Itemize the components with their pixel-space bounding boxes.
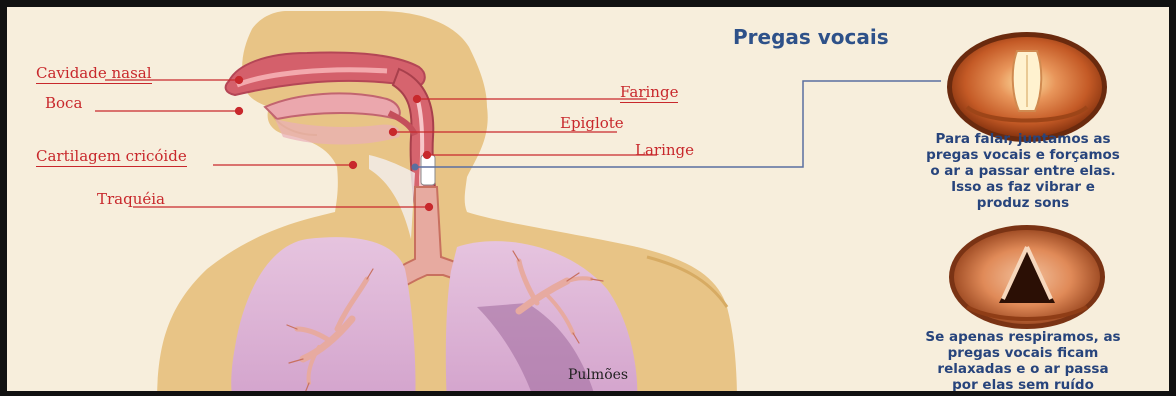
caption-line: relaxadas e o ar passa <box>873 361 1173 377</box>
label-pharynx: Faringe <box>620 84 678 103</box>
caption-line: por elas sem ruído <box>873 377 1173 393</box>
label-mouth: Boca <box>45 95 82 112</box>
caption-line: Se apenas respiramos, as <box>873 329 1173 345</box>
caption-breathing: Se apenas respiramos, as pregas vocais f… <box>873 329 1173 393</box>
caption-line: produz sons <box>873 195 1173 211</box>
caption-line: Para falar, juntamos as <box>873 131 1173 147</box>
caption-line: Isso as faz vibrar e <box>873 179 1173 195</box>
caption-line: pregas vocais ficam <box>873 345 1173 361</box>
label-trachea: Traquéia <box>97 191 165 208</box>
vocal-folds-speaking-image <box>947 32 1107 142</box>
label-lungs: Pulmões <box>568 367 628 383</box>
label-larynx: Laringe <box>635 142 694 159</box>
vocal-folds-breathing-image <box>949 225 1105 329</box>
label-epiglottis: Epiglote <box>560 115 624 132</box>
caption-line: o ar a passar entre elas. <box>873 163 1173 179</box>
title: Pregas vocais <box>733 25 889 49</box>
label-nasal-cavity: Cavidade nasal <box>36 65 152 84</box>
caption-speaking: Para falar, juntamos as pregas vocais e … <box>873 131 1173 211</box>
caption-line: pregas vocais e forçamos <box>873 147 1173 163</box>
label-cricoid-cartilage: Cartilagem cricóide <box>36 148 187 167</box>
